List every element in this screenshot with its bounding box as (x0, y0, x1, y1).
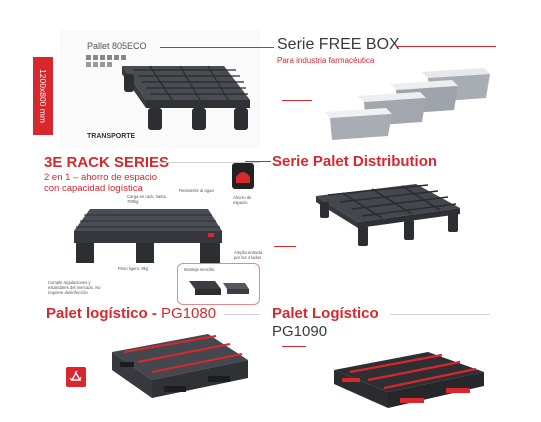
pg1080-title: Palet logístico - PG1080 (46, 305, 216, 322)
pallet-805-red-rule (160, 47, 270, 48)
callout-save: Ahorro de espacio (233, 195, 252, 205)
rack-3e-image (60, 205, 226, 280)
pg1080-title-code: PG1080 (161, 305, 217, 322)
size-badge-text: 1200x800 mm (38, 69, 48, 123)
rack-3e-rule (158, 162, 260, 163)
freebox-subtitle: Para industria farmacéutica (277, 56, 375, 65)
callout-regs: Cumple regulaciones y estándares del mer… (48, 280, 101, 295)
callout-light: Peso ligero, 9kg (118, 266, 149, 271)
pallet-805-image (100, 60, 252, 141)
pg1080-image (98, 330, 258, 417)
freebox-connector (282, 100, 312, 101)
rack-3e-water-image (232, 163, 254, 194)
rack-3e-subtitle-2: con capacidad logística (44, 183, 143, 194)
recycle-badge (66, 367, 86, 387)
assembly-box: Montaje sencillo (177, 263, 260, 305)
rack-3e-subtitle-1: 2 en 1 – ahorro de espacio (44, 172, 158, 183)
freebox-left-rule (216, 47, 274, 48)
pg1090-rule (390, 314, 490, 315)
callout-load: Carga en rack, hasta 700kg (127, 194, 166, 204)
rack-3e-title: 3E RACK SERIES (44, 154, 170, 171)
pallet-805-model: Pallet 805ECO (87, 41, 147, 51)
distribution-left-rule (245, 161, 271, 162)
distribution-title: Serie Palet Distribution (272, 153, 438, 170)
pg1090-title: Palet Logístico (272, 305, 379, 322)
pg1080-title-bold: Palet logístico - (46, 305, 157, 322)
size-badge: 1200x800 mm (33, 57, 53, 135)
spec-icons (86, 55, 134, 74)
assembly-image (189, 281, 249, 295)
pg1090-connector (282, 346, 306, 347)
pallet-805-caption: TRANSPORTE (87, 133, 136, 140)
recycle-icon (69, 370, 82, 381)
freebox-title: Serie FREE BOX (277, 36, 400, 53)
callout-entry: Amplia entrada por los 4 lados (234, 250, 263, 260)
pg1090-code: PG1090 (272, 323, 328, 340)
pg1090-image (328, 348, 488, 421)
freebox-right-rule (396, 46, 496, 47)
callout-assembly: Montaje sencillo (184, 267, 215, 272)
pg1080-rule (224, 314, 260, 315)
distribution-image (312, 182, 464, 259)
callout-water: Resistente al agua (179, 188, 214, 193)
distribution-connector (274, 246, 296, 247)
freebox-image (318, 62, 498, 147)
